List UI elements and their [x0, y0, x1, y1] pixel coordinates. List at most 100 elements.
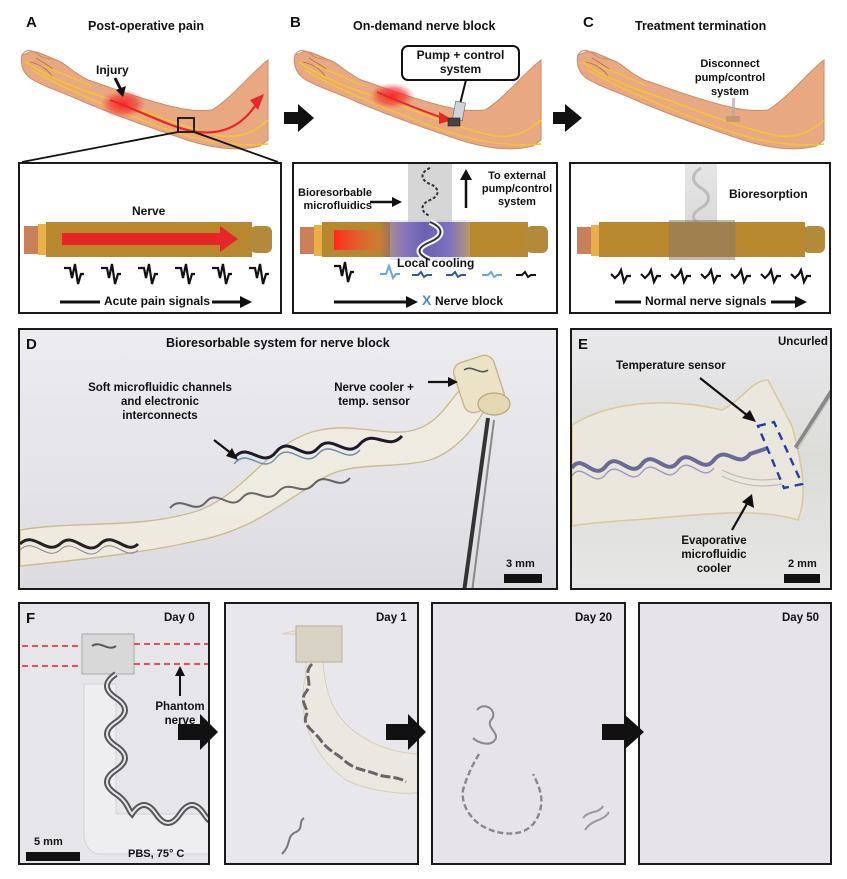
evaporative-cooler-label: Evaporative microfluidic cooler: [664, 534, 764, 576]
condition-label: PBS, 75° C: [128, 848, 185, 860]
panel-f-day20: Day 20: [431, 602, 626, 865]
pump-label: Pump + control system: [402, 48, 519, 76]
external-line1: To external: [488, 170, 546, 182]
panel-c-letter: C: [583, 14, 594, 31]
panel-a-letter: A: [26, 14, 37, 31]
channels-line3: interconnects: [122, 410, 198, 422]
normal-nerve-signals-label: Normal nerve signals: [645, 294, 767, 308]
nerve-block-label: Nerve block: [435, 294, 504, 308]
day1-label: Day 1: [376, 612, 407, 624]
signal-spike-normal: [334, 261, 354, 283]
evap-line2: microfluidic: [681, 549, 747, 561]
pain-signal-path: [109, 98, 256, 134]
bioresorption-label: Bioresorption: [729, 187, 808, 201]
phantom-line2: nerve: [164, 715, 196, 727]
normal-spikes: [610, 266, 811, 286]
pain-signal-spike: [138, 263, 158, 285]
panel-c-title: Treatment termination: [635, 19, 767, 33]
panel-f-scale-label: 5 mm: [34, 836, 63, 848]
local-cooling-label: Local cooling: [397, 256, 475, 270]
normal-signal-spike: [700, 266, 721, 286]
microfluidics-line2: microfluidics: [303, 200, 372, 212]
normal-signal-spike: [790, 266, 811, 286]
normal-signal-spike: [610, 266, 631, 286]
zoom-square: [177, 117, 195, 133]
pain-spikes: [64, 263, 269, 285]
disconnect-label: Disconnect pump/control system: [680, 57, 780, 99]
arm-illustrations: [20, 45, 825, 163]
day50-label: Day 50: [782, 612, 820, 624]
temperature-sensor-label: Temperature sensor: [616, 360, 726, 372]
pump-label-line2: system: [439, 62, 482, 76]
degrading-trace: [301, 662, 407, 784]
external-line2: pump/control: [481, 183, 553, 195]
normal-signal-spike: [730, 266, 751, 286]
normal-signal-spike: [670, 266, 691, 286]
pain-signal-arrow: [62, 226, 238, 252]
panel-e-title: Uncurled: [778, 336, 828, 348]
panel-a-nerve-box: Nerve Acute pain signals: [18, 162, 282, 314]
pump-box: [401, 45, 520, 81]
normal-signal-spike: [760, 266, 781, 286]
channels-line1: Soft microfluidic channels: [88, 382, 232, 394]
phantom-line1: Phantom: [155, 701, 205, 713]
to-external-label: To external pump/control system: [474, 170, 556, 209]
panel-d-scale-label: 3 mm: [506, 558, 535, 570]
nerve-cooler-label: Nerve cooler + temp. sensor: [324, 381, 424, 409]
injury-label: Injury: [96, 63, 129, 77]
pump-label-line1: Pump + control: [416, 48, 505, 62]
panel-e-scale-label: 2 mm: [788, 558, 817, 570]
pain-signal-spike: [101, 263, 121, 285]
panel-f-day50: Day 50: [638, 602, 832, 865]
resorbing-cuff: [669, 220, 735, 260]
nerve-block-x: X: [422, 292, 432, 308]
panel-f-scale-bar: [26, 852, 80, 861]
nerve-label: Nerve: [132, 204, 166, 218]
zoom-leader-left: [21, 131, 179, 163]
phantom-nerve-label: Phantom nerve: [144, 700, 208, 728]
evap-line3: cooler: [696, 563, 732, 575]
external-line3: system: [498, 196, 536, 208]
pain-signal-spike: [64, 263, 84, 285]
serpentine-trace: [20, 538, 140, 550]
evap-line1: Evaporative: [681, 535, 747, 547]
serpentine-channel: [572, 446, 769, 473]
cooler-cuff: [295, 625, 343, 663]
arm-b: [293, 49, 542, 150]
panel-d-scale-bar: [504, 574, 542, 583]
panel-f-day0: F Day 0 Phantom nerve 5 mm PBS, 75° C: [18, 602, 210, 865]
panel-b-title: On-demand nerve block: [353, 19, 496, 33]
panel-a-title: Post-operative pain: [88, 19, 204, 33]
pain-signal-spike: [249, 263, 269, 285]
panel-b-nerve-box: Bioresorbable microfluidics To external …: [292, 162, 558, 314]
cooler-line2: temp. sensor: [338, 396, 410, 408]
panel-f-day1: Day 1: [224, 602, 419, 865]
arrow-a-to-b: [284, 104, 314, 132]
panel-e-letter: E: [578, 336, 589, 353]
bioresorbable-microfluidics-label: Bioresorbable microfluidics: [296, 187, 372, 213]
panel-f-letter: F: [26, 610, 36, 627]
panel-d-letter: D: [26, 336, 37, 353]
injury-arrow: [113, 77, 123, 91]
probe: [793, 389, 830, 450]
day0-label: Day 0: [164, 612, 195, 624]
arrow-b-to-c: [553, 104, 582, 132]
pain-arrowhead: [250, 94, 264, 110]
pain-signal-spike: [212, 263, 232, 285]
disconnect-line2: pump/control: [694, 72, 766, 84]
signal-spike-weak: [380, 263, 400, 281]
acute-pain-signals-label: Acute pain signals: [104, 294, 211, 308]
pain-signal-spike: [175, 263, 195, 285]
tweezers: [462, 417, 490, 588]
disconnect-line1: Disconnect: [700, 58, 760, 70]
temperature-sensor-outline: [756, 420, 804, 490]
panel-d-title: Bioresorbable system for nerve block: [166, 336, 390, 350]
normal-signal-spike: [640, 266, 661, 286]
cooler-cuff: [81, 633, 135, 675]
microfluidics-line1: Bioresorbable: [298, 187, 372, 199]
zoom-leader-right: [193, 131, 279, 163]
panel-e-photo: E Uncurled Temperature sensor Evaporativ…: [570, 328, 832, 590]
day20-label: Day 20: [575, 612, 613, 624]
disconnect-line3: system: [711, 86, 749, 98]
panel-d-photo: D Bioresorbable system for nerve block S…: [18, 328, 558, 590]
